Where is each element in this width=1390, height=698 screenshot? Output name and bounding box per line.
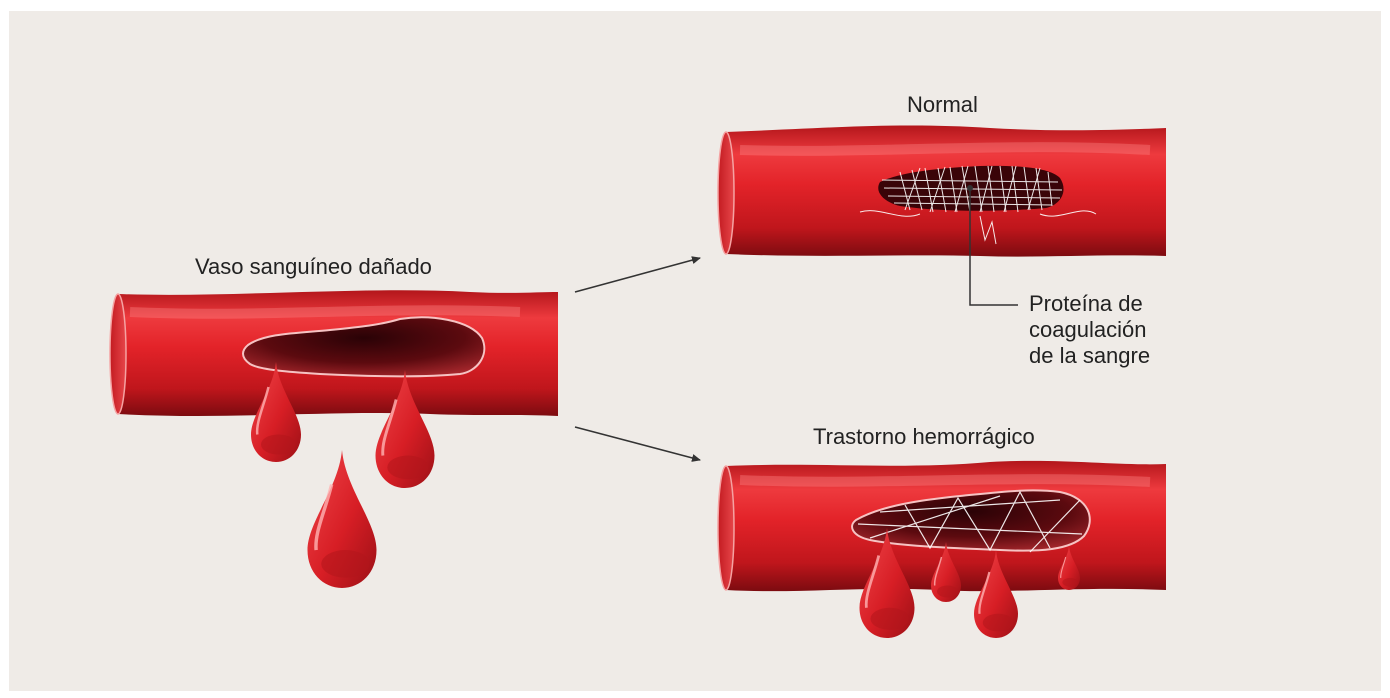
damaged-vessel xyxy=(110,290,558,416)
clotting-protein-line-2: coagulación xyxy=(1029,317,1150,343)
normal-label: Normal xyxy=(907,94,978,116)
arrow-to-normal xyxy=(575,258,700,292)
callout-marker-dot xyxy=(967,185,973,191)
clotting-protein-line-3: de la sangre xyxy=(1029,343,1150,369)
clotting-protein-line-1: Proteína de xyxy=(1029,291,1150,317)
arrow-to-bleeding-disorder xyxy=(575,427,700,460)
clotting-protein-label: Proteína de coagulación de la sangre xyxy=(1029,291,1150,369)
damaged-vessel-label: Vaso sanguíneo dañado xyxy=(195,256,432,278)
bleeding-disorder-label: Trastorno hemorrágico xyxy=(813,426,1035,448)
blood-drop xyxy=(308,450,377,588)
